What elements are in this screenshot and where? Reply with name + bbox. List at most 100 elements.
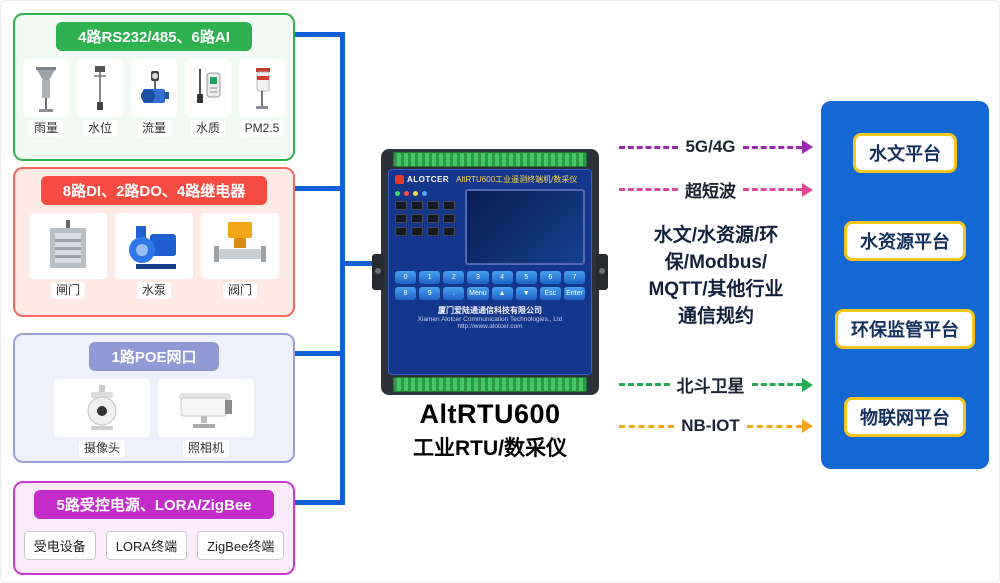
panel-button xyxy=(427,201,439,210)
connector-stub-group4 xyxy=(295,500,345,505)
device-caption: AltRTU600 工业RTU/数采仪 xyxy=(369,399,611,462)
group-analog-inputs-title: 4路RS232/485、6路AI xyxy=(56,22,252,51)
keypad-key: ▼ xyxy=(515,287,537,300)
ptz-camera-icon xyxy=(54,379,150,437)
device-subtitle: 工业RTU/数采仪 xyxy=(413,437,567,460)
device-company-block: 厦门爱陆通通信科技有限公司 Xiamen Alotcer Communicati… xyxy=(395,305,585,330)
channel-uhf-label: 超短波 xyxy=(685,182,736,201)
keypad-key: Enter xyxy=(563,287,585,300)
mounting-ear-left-icon xyxy=(372,254,384,290)
panel-button xyxy=(395,201,407,210)
box-camera-icon xyxy=(158,379,254,437)
channel-5g4g: 5G/4G xyxy=(619,137,813,157)
platform-hydrology: 水文平台 xyxy=(853,133,957,173)
channel-uhf: 超短波 xyxy=(619,177,813,202)
led-icon xyxy=(395,191,400,196)
dashed-line xyxy=(619,424,675,428)
water-level-icon xyxy=(77,59,123,117)
keypad-key: 9 xyxy=(419,287,441,300)
terminal-strip-top xyxy=(393,152,587,167)
led-icon xyxy=(404,191,409,196)
channel-nbiot: NB-IOT xyxy=(619,416,814,436)
channel-nbiot-label: NB-IOT xyxy=(681,416,740,435)
item-water-level: 水位 xyxy=(77,59,123,137)
flow-meter-icon xyxy=(131,59,177,117)
device-brand: ALOTCER xyxy=(407,175,450,184)
item-ptz-camera: 摄像头 xyxy=(54,379,150,457)
valve-icon xyxy=(201,213,279,279)
keypad-key: 2 xyxy=(443,271,465,284)
dashed-line xyxy=(619,383,670,386)
item-water-pump-label: 水泵 xyxy=(136,282,171,299)
panel-button xyxy=(427,227,439,236)
company-name-cn: 厦门爱陆通通信科技有限公司 xyxy=(438,306,542,315)
dashed-line xyxy=(742,145,802,149)
item-lora-terminal: LORA终端 xyxy=(105,531,188,560)
arrowhead-icon xyxy=(802,140,813,154)
sluice-gate-icon xyxy=(29,213,107,279)
keypad-key: ▲ xyxy=(491,287,513,300)
dashed-line xyxy=(619,188,678,191)
panel-button xyxy=(443,227,455,236)
group-poe: 1路POE网口 摄像头 xyxy=(13,333,295,463)
channel-5g4g-label: 5G/4G xyxy=(685,137,736,156)
item-flow-meter: 流量 xyxy=(131,59,177,137)
status-leds xyxy=(395,191,458,196)
item-water-quality-label: 水质 xyxy=(190,120,225,137)
item-water-pump: 水泵 xyxy=(115,213,193,299)
group-digital-io-items: 闸门 水泵 xyxy=(15,213,293,299)
group-poe-title: 1路POE网口 xyxy=(89,342,219,371)
pm25-sensor-icon xyxy=(239,59,285,117)
connector-stub-device xyxy=(340,261,381,266)
keypad-key: 8 xyxy=(395,287,417,300)
item-valve: 阀门 xyxy=(201,213,279,299)
connector-trunk-vertical xyxy=(340,32,345,505)
panel-button xyxy=(411,201,423,210)
keypad-key: 0 xyxy=(395,271,417,284)
item-rain-gauge-label: 雨量 xyxy=(28,120,63,137)
item-water-level-label: 水位 xyxy=(82,120,117,137)
protocol-note: 水文/水资源/环 保/Modbus/ MQTT/其他行业 通信规约 xyxy=(648,225,784,327)
device-keypad: 0 1 2 3 4 5 6 7 8 9 . Menu ▲ ▼ Esc Enter xyxy=(395,271,585,300)
keypad-key: 4 xyxy=(491,271,513,284)
panel-button xyxy=(427,214,439,223)
dashed-line xyxy=(619,145,679,149)
terminal-strip-bottom xyxy=(393,377,587,392)
dashed-line xyxy=(751,383,802,386)
group-digital-io-title: 8路DI、2路DO、4路继电器 xyxy=(40,176,268,205)
keypad-key: 3 xyxy=(467,271,489,284)
group-power-lora-title: 5路受控电源、LORA/ZigBee xyxy=(34,490,274,519)
connector-stub-group2 xyxy=(295,186,345,191)
dashed-line xyxy=(746,424,803,428)
panel-button xyxy=(443,201,455,210)
group-digital-io: 8路DI、2路DO、4路继电器 闸门 xyxy=(13,167,295,317)
item-zigbee-terminal: ZigBee终端 xyxy=(197,531,285,560)
connector-stub-group1 xyxy=(295,32,345,37)
item-water-quality: 水质 xyxy=(185,59,231,137)
water-pump-icon xyxy=(115,213,193,279)
group-power-lora: 5路受控电源、LORA/ZigBee 受电设备 LORA终端 ZigBee终端 xyxy=(13,481,295,575)
device-panel-middle xyxy=(395,189,585,265)
panel-button xyxy=(395,227,407,236)
group-poe-items: 摄像头 照相机 xyxy=(15,379,293,457)
panel-button xyxy=(411,214,423,223)
keypad-key: . xyxy=(443,287,465,300)
item-pm25-label: PM2.5 xyxy=(239,120,285,137)
panel-button xyxy=(411,227,423,236)
dashed-line xyxy=(743,188,802,191)
device-name: AltRTU600 xyxy=(419,399,561,429)
arrowhead-icon xyxy=(802,182,813,197)
arrowhead-icon xyxy=(802,377,813,392)
item-ptz-camera-label: 摄像头 xyxy=(78,440,125,457)
keypad-key: Esc xyxy=(539,287,561,300)
arrowhead-icon xyxy=(802,419,814,433)
alotcer-logo-icon xyxy=(395,175,404,184)
item-flow-meter-label: 流量 xyxy=(136,120,171,137)
keypad-key: 7 xyxy=(563,271,585,284)
keypad-key: 6 xyxy=(539,271,561,284)
group-analog-inputs: 4路RS232/485、6路AI 雨量 xyxy=(13,13,295,161)
platform-iot: 物联网平台 xyxy=(844,397,966,437)
rain-gauge-icon xyxy=(23,59,69,117)
item-powered-device: 受电设备 xyxy=(23,531,96,560)
